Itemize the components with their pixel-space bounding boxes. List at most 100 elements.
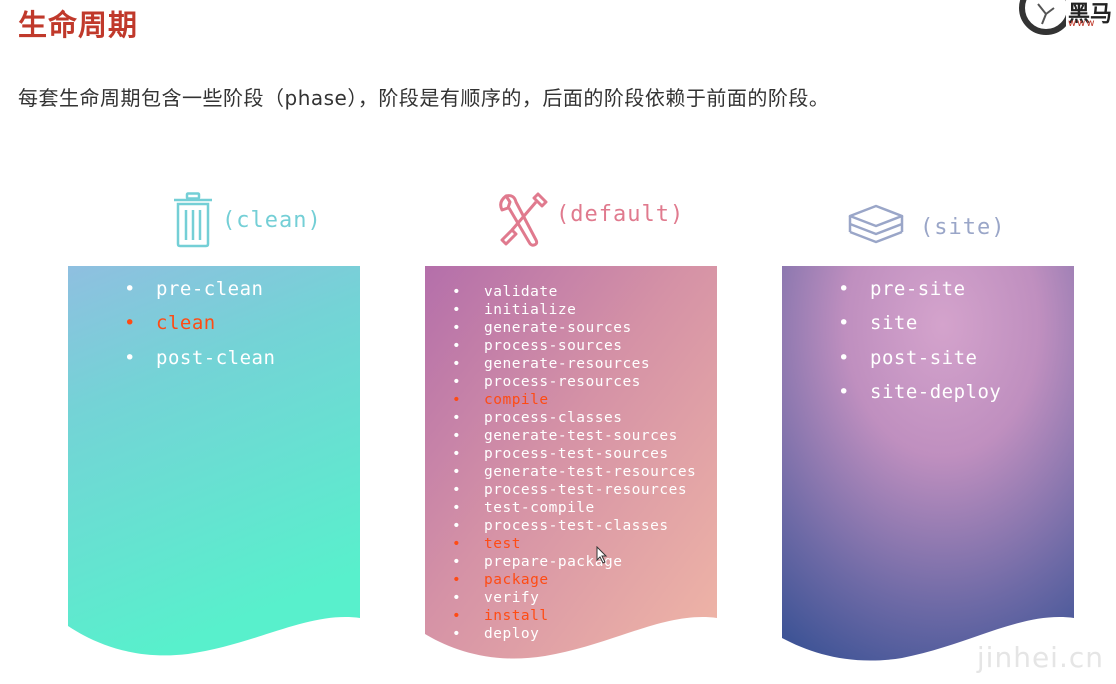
phase-name: clean xyxy=(156,312,216,335)
watermark: jinhei.cn xyxy=(976,641,1104,674)
phase-item-pre-site: • pre-site xyxy=(838,272,1001,306)
phase-name: post-site xyxy=(870,346,978,369)
bullet-icon: • xyxy=(452,626,462,642)
phase-item-post-clean: • post-clean xyxy=(124,341,276,375)
bullet-icon: • xyxy=(452,302,462,318)
site-header: (site) xyxy=(846,204,1005,250)
logo-text: 黑马 xyxy=(1068,2,1113,27)
phase-item-test: • test xyxy=(452,535,696,553)
bullet-icon: • xyxy=(452,446,462,462)
bullet-icon: • xyxy=(452,410,462,426)
bullet-icon: • xyxy=(452,536,462,552)
bullet-icon: • xyxy=(452,428,462,444)
phase-item-clean: • clean xyxy=(124,306,275,340)
tools-icon xyxy=(499,192,548,247)
phase-name: process-classes xyxy=(484,410,623,426)
clean-header: (clean) xyxy=(172,192,322,248)
site-card-background xyxy=(782,266,1074,661)
logo-icon xyxy=(1019,0,1066,35)
bullet-icon: • xyxy=(452,320,462,336)
bullet-icon: • xyxy=(452,338,462,354)
default-phase-list: •validate•initialize•generate-sources•pr… xyxy=(452,283,697,643)
bullet-icon: • xyxy=(452,356,462,372)
bullet-icon: • xyxy=(838,346,850,369)
bullet-icon: • xyxy=(124,346,136,369)
phase-item-process-resources: • process-resources xyxy=(452,373,696,391)
phase-name: initialize xyxy=(484,302,577,318)
bullet-icon: • xyxy=(452,590,462,606)
phase-item-compile: • compile xyxy=(452,391,696,409)
phase-item-install: •install xyxy=(452,607,696,625)
bullet-icon: • xyxy=(124,312,136,335)
bullet-icon: • xyxy=(452,392,462,408)
phase-name: post-clean xyxy=(156,346,276,369)
phase-name: test xyxy=(484,536,521,552)
phase-name: pre-clean xyxy=(156,278,264,300)
logo-url: www xyxy=(1068,18,1096,29)
phase-name: test-compile xyxy=(484,500,595,516)
phase-item-process-test-sources: • process-test-sources xyxy=(452,445,696,463)
phase-item-generate-test-sources: • generate-test-sources xyxy=(452,427,696,445)
default-phase-card: •validate•initialize•generate-sources•pr… xyxy=(425,266,717,666)
phase-item-process-classes: • process-classes xyxy=(452,409,696,427)
page-title: 生命周期 xyxy=(18,8,139,42)
default-card-background xyxy=(425,266,717,659)
bullet-icon: • xyxy=(838,312,850,335)
phase-name: generate-test-resources xyxy=(484,464,697,480)
phase-item-site-deploy: •site-deploy xyxy=(838,375,1001,409)
phase-name: package xyxy=(484,572,549,588)
clean-phase-list: •pre-clean • clean • post-clean xyxy=(124,272,276,375)
phase-name: verify xyxy=(484,590,540,606)
phase-name: install xyxy=(484,608,549,624)
bullet-icon: • xyxy=(452,374,462,390)
logo: 黑马 www xyxy=(1006,0,1116,36)
phase-item-generate-resources: • generate-resources xyxy=(452,355,696,373)
phase-item-generate-test-resources: • generate-test-resources xyxy=(452,463,697,481)
mouse-cursor-icon xyxy=(596,546,608,564)
phase-item-prepare-package: • prepare-package xyxy=(452,553,696,571)
phase-name: pre-site xyxy=(870,278,966,300)
phase-name: deploy xyxy=(484,626,540,642)
default-label: (default) xyxy=(556,201,685,227)
phase-name: compile xyxy=(484,392,549,408)
phase-item-deploy: • deploy xyxy=(452,625,696,643)
phase-item-process-test-classes: • process-test-classes xyxy=(452,517,696,535)
bullet-icon: • xyxy=(838,278,850,300)
bullet-icon: • xyxy=(452,500,462,516)
bullet-icon: • xyxy=(452,464,462,480)
phase-name: process-resources xyxy=(484,374,641,390)
site-phase-card: •pre-site•site•post-site•site-deploy xyxy=(782,266,1074,666)
clean-label: (clean) xyxy=(222,207,322,233)
bullet-icon: • xyxy=(452,518,462,534)
phase-item-site: •site xyxy=(838,306,1001,340)
trash-icon xyxy=(174,192,212,248)
phase-item-post-site: • post-site xyxy=(838,341,1001,375)
phase-item-validate: •validate xyxy=(452,283,696,301)
phase-item-process-sources: • process-sources xyxy=(452,337,696,355)
phase-item-test-compile: • test-compile xyxy=(452,499,696,517)
bullet-icon: • xyxy=(452,482,462,498)
clean-phase-card: •pre-clean • clean • post-clean xyxy=(68,266,360,658)
phase-item-initialize: • initialize xyxy=(452,301,696,319)
bullet-icon: • xyxy=(452,284,462,300)
clean-card-background xyxy=(68,266,360,656)
subtitle: 每套生命周期包含一些阶段（phase），阶段是有顺序的，后面的阶段依赖于前面的阶… xyxy=(18,86,830,110)
phase-name: process-test-resources xyxy=(484,482,688,498)
phase-name: generate-test-sources xyxy=(484,428,678,444)
layers-icon xyxy=(848,204,904,244)
phase-item-package: •package xyxy=(452,571,696,589)
phase-name: process-sources xyxy=(484,338,623,354)
phase-name: process-test-sources xyxy=(484,446,669,462)
phase-name: prepare-package xyxy=(484,554,623,570)
phase-item-verify: • verify xyxy=(452,589,696,607)
bullet-icon: • xyxy=(838,380,850,403)
phase-name: process-test-classes xyxy=(484,518,669,534)
phase-name: generate-resources xyxy=(484,356,651,372)
phase-item-pre-clean: •pre-clean xyxy=(124,272,275,306)
bullet-icon: • xyxy=(452,554,462,570)
phase-name: generate-sources xyxy=(484,320,632,336)
phase-item-generate-sources: • generate-sources xyxy=(452,319,696,337)
phase-item-process-test-resources: • process-test-resources xyxy=(452,481,696,499)
site-phase-list: •pre-site•site•post-site•site-deploy xyxy=(838,272,1001,409)
site-label: (site) xyxy=(920,214,1006,240)
